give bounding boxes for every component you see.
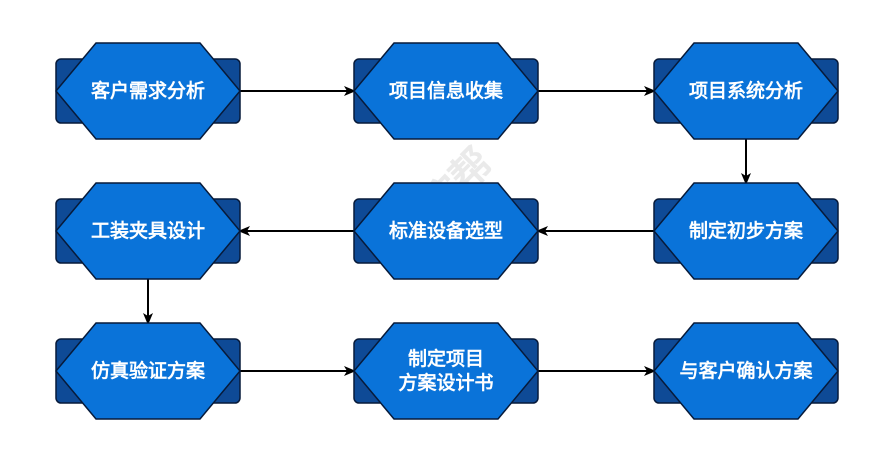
process-node-preliminary-plan: 制定初步方案 — [653, 182, 839, 280]
process-node-customer-needs: 客户需求分析 — [55, 42, 241, 140]
node-hexagon — [353, 322, 539, 420]
node-hexagon — [55, 322, 241, 420]
process-node-system-analysis: 项目系统分析 — [653, 42, 839, 140]
process-node-simulation: 仿真验证方案 — [55, 322, 241, 420]
node-label: 制定初步方案 — [689, 219, 804, 242]
process-node-equipment-selection: 标准设备选型 — [353, 182, 539, 280]
node-hexagon — [353, 42, 539, 140]
node-label: 方案设计书 — [398, 371, 493, 394]
flow-arrows — [143, 86, 751, 376]
node-hexagon — [653, 42, 839, 140]
process-node-project-info: 项目信息收集 — [353, 42, 539, 140]
process-node-confirm-plan: 与客户确认方案 — [653, 322, 839, 420]
node-label: 客户需求分析 — [91, 79, 205, 102]
node-label: 项目信息收集 — [389, 79, 504, 102]
node-hexagon — [653, 182, 839, 280]
node-label: 仿真验证方案 — [91, 359, 206, 382]
process-node-fixture-design: 工装夹具设计 — [55, 182, 241, 280]
node-label: 与客户确认方案 — [679, 359, 813, 382]
node-label: 制定项目 — [408, 347, 484, 370]
node-hexagon — [55, 42, 241, 140]
node-label: 项目系统分析 — [689, 79, 803, 102]
node-hexagon — [353, 182, 539, 280]
node-label: 标准设备选型 — [389, 219, 503, 242]
node-hexagon — [653, 322, 839, 420]
node-label: 工装夹具设计 — [91, 219, 205, 242]
node-hexagon — [55, 182, 241, 280]
